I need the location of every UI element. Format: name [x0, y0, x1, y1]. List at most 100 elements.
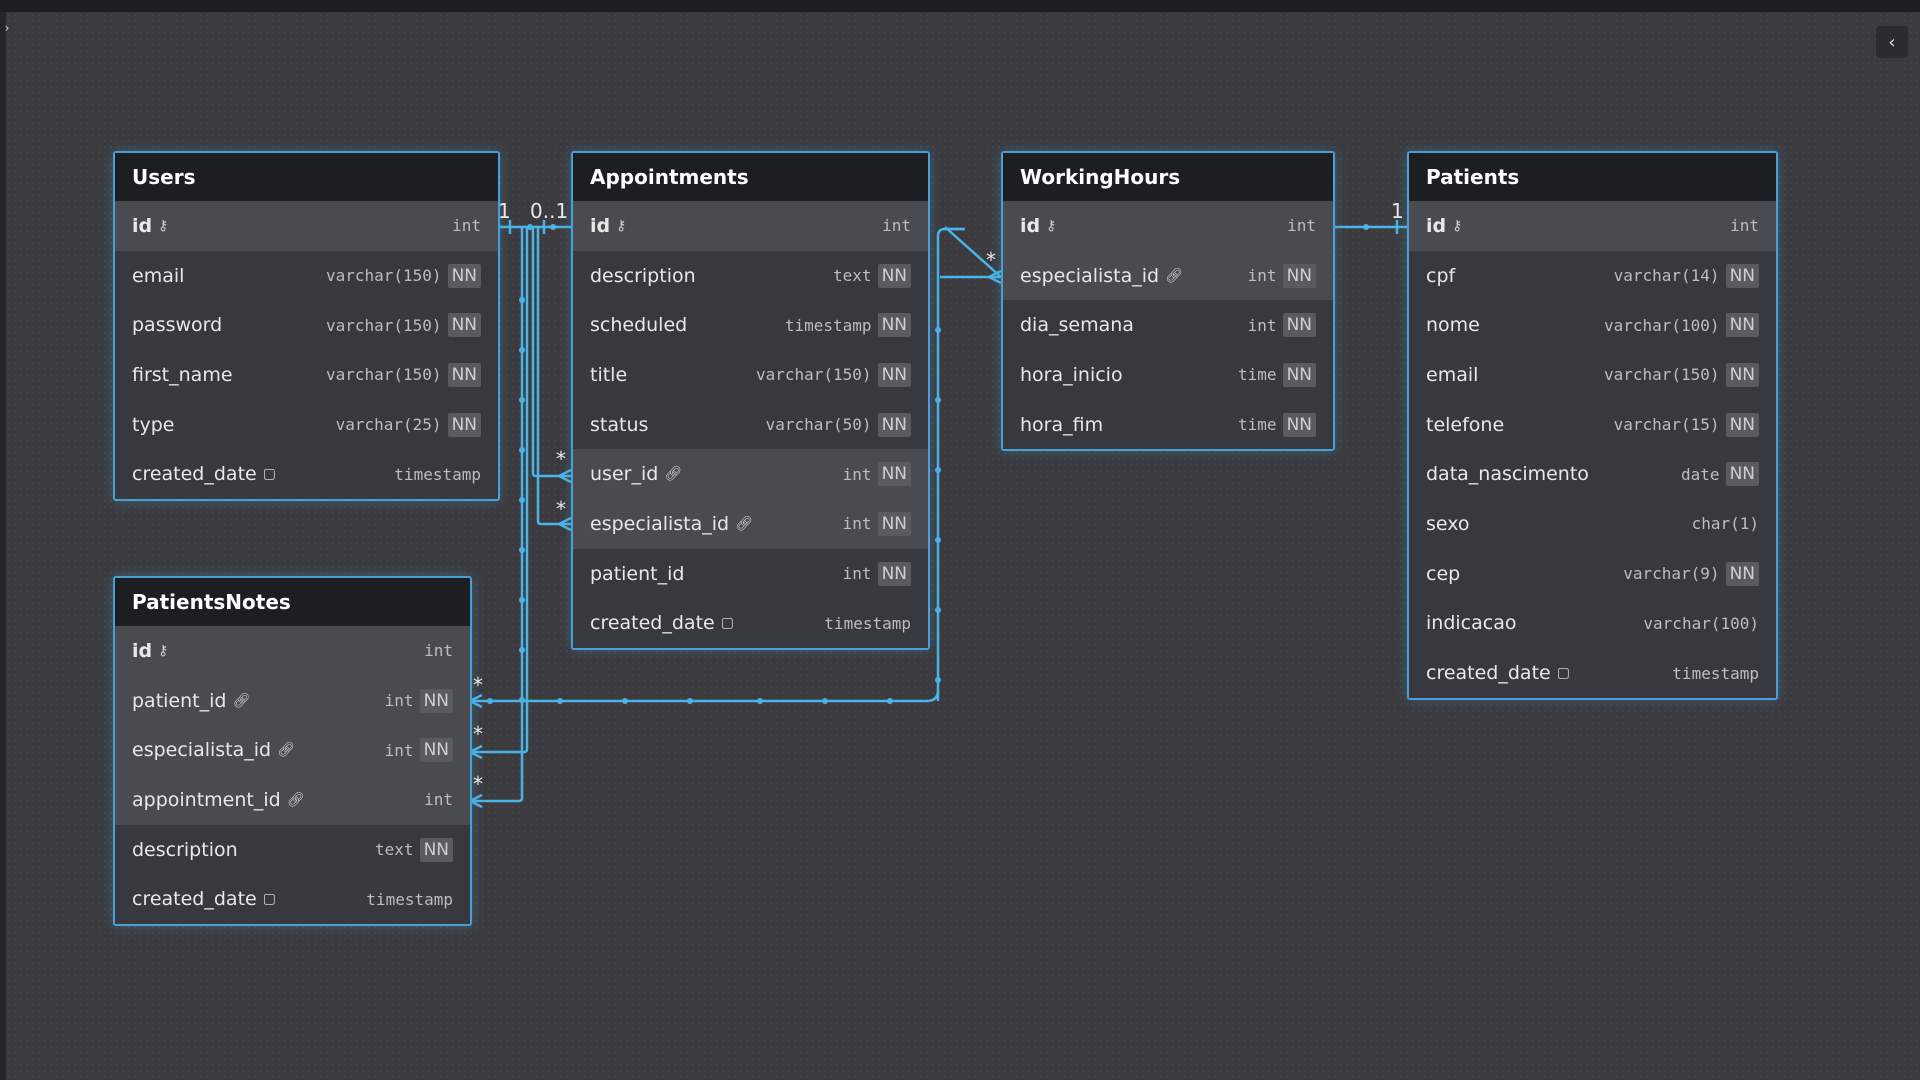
- column-name-wrap: appointment_id🔗︎: [132, 789, 304, 811]
- column-row[interactable]: title varchar(150)NN: [573, 350, 928, 400]
- edge-marker: [519, 297, 525, 303]
- key-icon: ⚷: [1452, 217, 1463, 234]
- crows-foot: [469, 744, 483, 760]
- column-type: varchar(150): [755, 365, 872, 385]
- edge-marker: [550, 224, 556, 230]
- link-icon: 🔗︎: [277, 742, 295, 759]
- not-null-badge: NN: [877, 313, 911, 338]
- not-null-badge: NN: [419, 837, 453, 862]
- column-row[interactable]: id⚷int: [573, 201, 928, 251]
- crows-foot: [469, 793, 483, 809]
- column-name: created_date: [1426, 662, 1551, 685]
- not-null-badge: NN: [877, 362, 911, 387]
- column-type: timestamp: [366, 889, 453, 909]
- column-name-wrap: first_name: [132, 364, 233, 386]
- column-type: timestamp: [824, 613, 911, 633]
- column-type: timestamp: [394, 464, 481, 484]
- column-row[interactable]: created_date▢ timestamp: [115, 449, 498, 500]
- edge-marker: [757, 698, 763, 704]
- edge-marker: [519, 547, 525, 553]
- not-null-badge: NN: [1725, 263, 1759, 288]
- column-name: hora_inicio: [1020, 363, 1123, 386]
- column-row[interactable]: id⚷ int: [1409, 201, 1776, 251]
- column-name-wrap: status: [590, 414, 648, 436]
- column-meta: int: [1730, 216, 1759, 235]
- edge-marker: [487, 698, 493, 704]
- column-row[interactable]: appointment_id🔗︎int: [115, 775, 470, 825]
- column-type: varchar(9): [1623, 564, 1720, 584]
- edge-users-appt-user: [531, 227, 571, 478]
- column-name-wrap: created_date▢: [132, 463, 276, 485]
- column-name: especialista_id: [132, 739, 272, 762]
- column-row[interactable]: id⚷int: [115, 626, 470, 676]
- column-meta: timestamp: [366, 890, 453, 909]
- collapse-panel-button[interactable]: ‹: [1876, 26, 1908, 58]
- column-type: int: [452, 216, 481, 236]
- column-name: id: [1020, 214, 1041, 237]
- column-name: sexo: [1426, 512, 1470, 535]
- edge-marker: [557, 698, 563, 704]
- not-null-badge: NN: [877, 561, 911, 586]
- column-name: dia_semana: [1020, 314, 1134, 337]
- crows-foot: [558, 516, 572, 532]
- column-row[interactable]: created_date▢timestamp: [115, 874, 470, 925]
- column-meta: int: [1287, 216, 1316, 235]
- key-icon: ⚷: [616, 217, 627, 234]
- column-name: email: [1426, 363, 1479, 386]
- column-name-wrap: hora_fim: [1020, 414, 1103, 436]
- column-row[interactable]: id⚷int: [1003, 201, 1333, 251]
- column-name: especialista_id: [1020, 264, 1160, 287]
- column-name: status: [590, 413, 649, 436]
- edge-marker: [935, 537, 941, 543]
- expand-sidebar-icon[interactable]: ›: [4, 21, 10, 35]
- not-null-badge: NN: [1282, 313, 1316, 338]
- column-name-wrap: id⚷: [1426, 215, 1462, 237]
- key-icon: ⚷: [158, 642, 169, 659]
- column-name-wrap: dia_semana: [1020, 314, 1134, 336]
- edge-marker: [935, 327, 941, 333]
- column-row[interactable]: created_date▢timestamp: [1409, 648, 1776, 698]
- column-type: varchar(25): [335, 415, 442, 435]
- column-name-wrap: title: [590, 364, 627, 386]
- edge-working-esp: [936, 227, 965, 701]
- link-icon: 🔗︎: [286, 791, 305, 808]
- column-row[interactable]: created_date▢ timestamp: [573, 598, 928, 649]
- column-type: varchar(100): [1643, 613, 1759, 633]
- link-icon: 🔗︎: [232, 692, 251, 709]
- column-name-wrap: created_date▢: [590, 612, 734, 634]
- column-name: password: [132, 314, 223, 337]
- column-row[interactable]: id⚷int: [115, 201, 498, 251]
